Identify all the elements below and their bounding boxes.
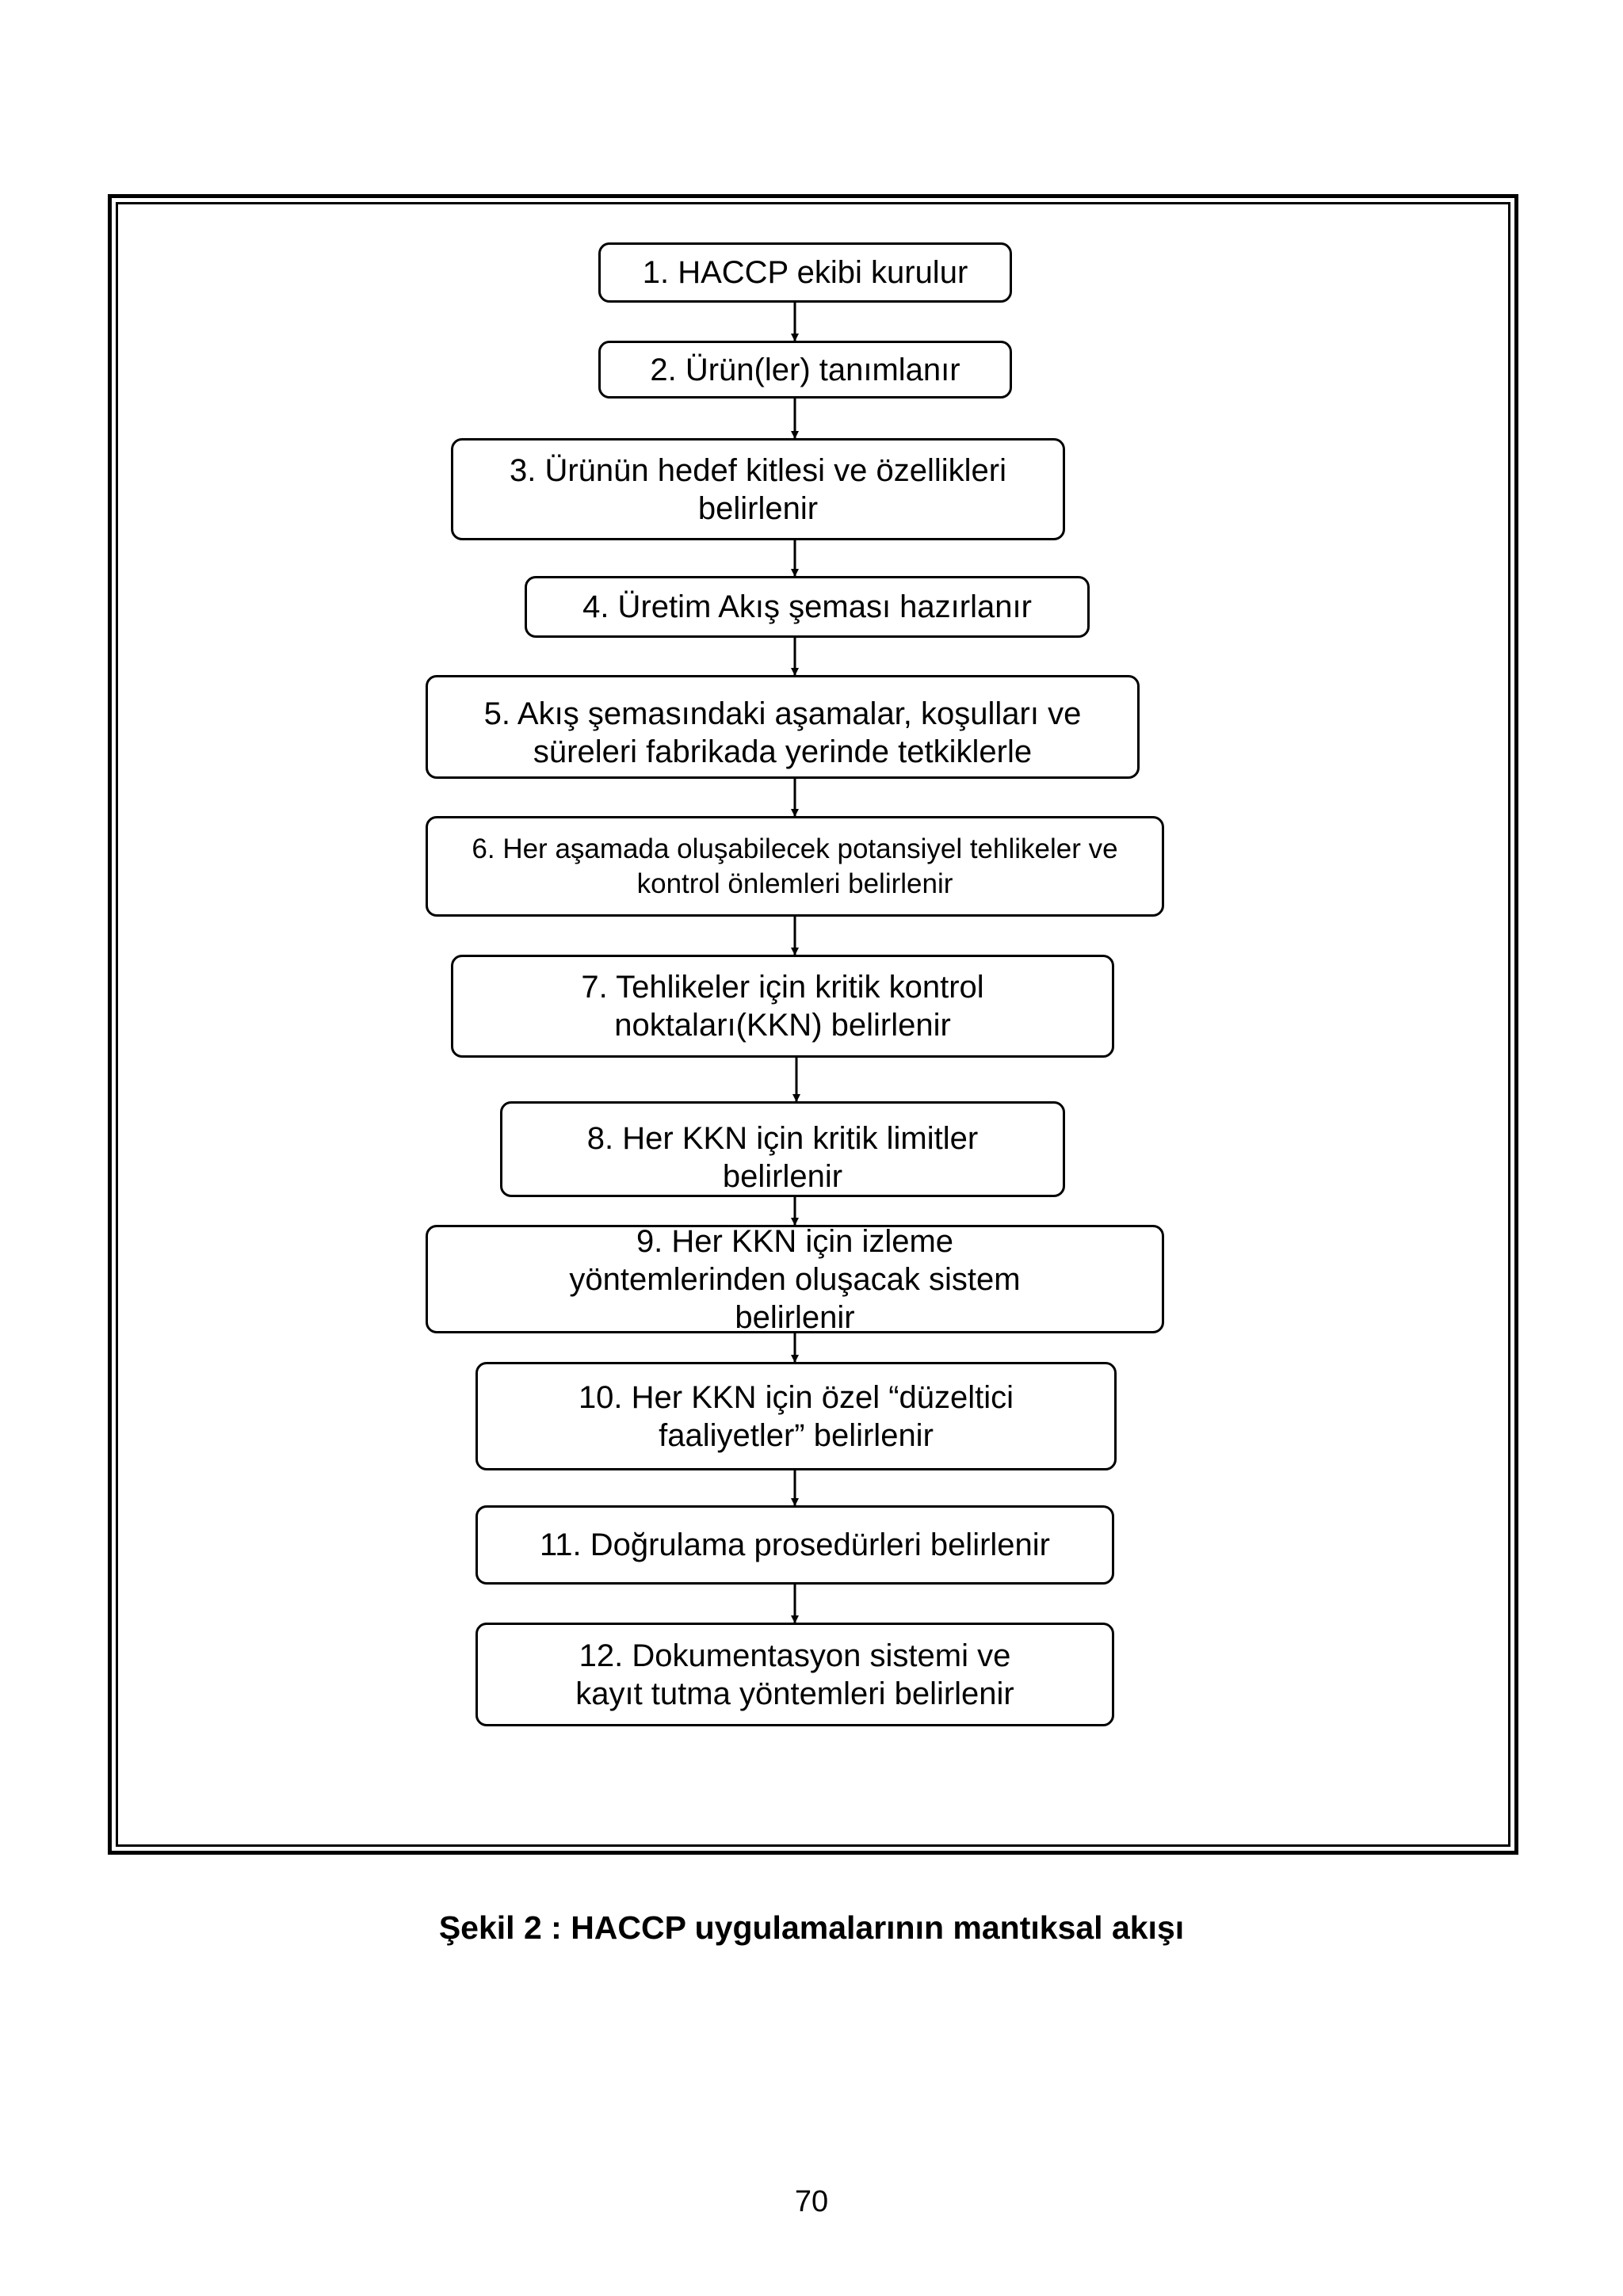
- flow-step-8-label: 8. Her KKN için kritik limitler belirlen…: [586, 1121, 979, 1194]
- figure-caption: Şekil 2 : HACCP uygulamalarının mantıksa…: [438, 1909, 1185, 1946]
- flow-step-4: 4. Üretim Akış şeması hazırlanır: [525, 576, 1090, 638]
- flow-step-6: 6. Her aşamada oluşabilecek potansiyel t…: [426, 816, 1164, 917]
- flow-step-5-label: 5. Akış şemasındaki aşamalar, koşulları …: [483, 696, 1082, 769]
- flow-step-10: 10. Her KKN için özel “düzeltici faaliye…: [475, 1362, 1117, 1470]
- flow-step-4-label: 4. Üretim Akış şeması hazırlanır: [582, 589, 1032, 624]
- flow-step-5: 5. Akış şemasındaki aşamalar, koşulları …: [426, 675, 1140, 779]
- flow-step-1: 1. HACCP ekibi kurulur: [598, 242, 1012, 303]
- flow-step-8: 8. Her KKN için kritik limitler belirlen…: [500, 1101, 1065, 1197]
- flow-step-2: 2. Ürün(ler) tanımlanır: [598, 341, 1012, 399]
- flow-step-7: 7. Tehlikeler için kritik kontrol noktal…: [451, 955, 1114, 1058]
- flow-step-11: 11. Doğrulama prosedürleri belirlenir: [475, 1505, 1114, 1585]
- flow-step-1-label: 1. HACCP ekibi kurulur: [642, 255, 968, 290]
- flow-step-7-label: 7. Tehlikeler için kritik kontrol noktal…: [581, 970, 984, 1043]
- flow-step-3: 3. Ürünün hedef kitlesi ve özellikleri b…: [451, 438, 1065, 540]
- flow-step-2-label: 2. Ürün(ler) tanımlanır: [650, 352, 960, 387]
- flow-step-12: 12. Dokumentasyon sistemi ve kayıt tutma…: [475, 1623, 1114, 1726]
- flow-step-3-label: 3. Ürünün hedef kitlesi ve özellikleri b…: [510, 452, 1006, 526]
- figure-frame-inner: [116, 202, 1510, 1847]
- flow-step-9: 9. Her KKN için izleme yöntemlerinden ol…: [426, 1225, 1164, 1333]
- flow-step-10-label: 10. Her KKN için özel “düzeltici faaliye…: [578, 1379, 1014, 1453]
- page-number: 70: [794, 2185, 829, 2218]
- flow-step-6-label: 6. Her aşamada oluşabilecek potansiyel t…: [472, 833, 1118, 899]
- flow-step-11-label: 11. Doğrulama prosedürleri belirlenir: [539, 1527, 1050, 1562]
- flow-step-9-label: 9. Her KKN için izleme yöntemlerinden ol…: [569, 1225, 1021, 1333]
- flow-step-12-label: 12. Dokumentasyon sistemi ve kayıt tutma…: [575, 1638, 1014, 1711]
- figure-frame-outer: [108, 194, 1518, 1855]
